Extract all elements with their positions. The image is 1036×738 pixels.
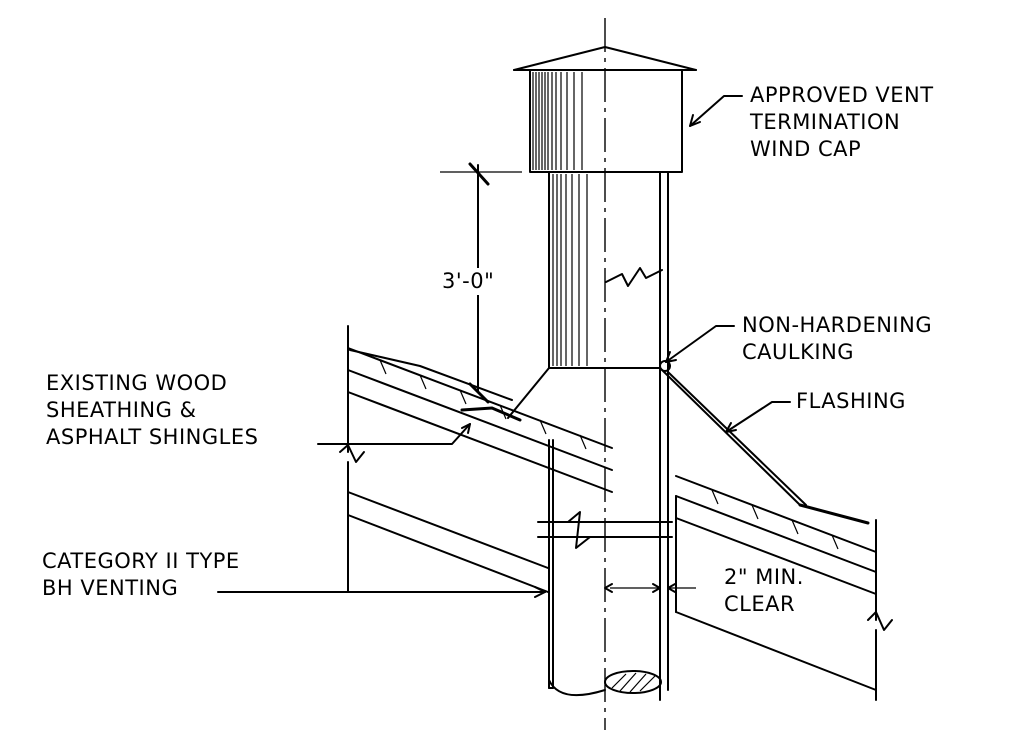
flashing-label: FLASHING: [796, 389, 906, 413]
vent-pipe-upper: [548, 171, 669, 701]
vent-cap-label: APPROVED VENT TERMINATION WIND CAP: [750, 82, 934, 163]
height-dimension-label: 3'-0": [440, 268, 497, 295]
caulking-label-line: CAULKING: [742, 340, 855, 364]
vent-pipe-lower: [537, 439, 673, 697]
venting-label-line: BH VENTING: [42, 576, 179, 600]
caulking-label: NON-HARDENING CAULKING: [742, 312, 932, 366]
sheathing-label-line: SHEATHING &: [46, 398, 197, 422]
venting-label-line: CATEGORY II TYPE: [42, 549, 240, 573]
clearance-label-line: 2" MIN.: [724, 565, 804, 589]
roof-left: [339, 325, 613, 593]
vent-cap-label-line: WIND CAP: [750, 137, 862, 161]
flashing-boot: [507, 360, 807, 506]
sheathing-label-line: EXISTING WOOD: [46, 371, 228, 395]
vent-cap-label-line: APPROVED VENT: [750, 83, 934, 107]
roof-right: [675, 475, 893, 701]
wind-cap: [513, 46, 697, 173]
sheathing-label: EXISTING WOOD SHEATHING & ASPHALT SHINGL…: [46, 370, 258, 451]
vent-cap-label-line: TERMINATION: [750, 110, 901, 134]
sheathing-label-line: ASPHALT SHINGLES: [46, 425, 259, 449]
clearance-dimension: [604, 583, 696, 593]
venting-label: CATEGORY II TYPE BH VENTING: [42, 548, 240, 602]
leaders: [217, 95, 791, 598]
caulking-label-line: NON-HARDENING: [742, 313, 933, 337]
clearance-label: 2" MIN. CLEAR: [724, 564, 804, 618]
clearance-label-line: CLEAR: [724, 592, 796, 616]
